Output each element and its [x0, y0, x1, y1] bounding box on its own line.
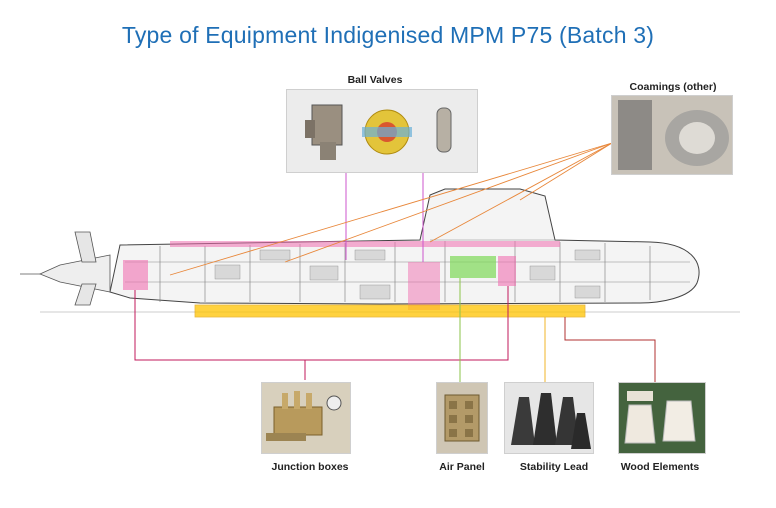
stability-lead-image	[504, 382, 594, 454]
highlight-stability-lead	[194, 304, 586, 318]
page-title: Type of Equipment Indigenised MPM P75 (B…	[121, 22, 655, 48]
junction-boxes-connectors	[134, 286, 509, 380]
ball-valves-image	[286, 89, 478, 173]
label-stability-lead: Stability Lead	[519, 461, 589, 473]
wood-elements-connector	[564, 317, 656, 382]
label-junction-boxes: Junction boxes	[271, 461, 349, 473]
highlight-pink-aft	[123, 260, 148, 290]
label-wood-elements: Wood Elements	[620, 461, 700, 473]
highlight-pink-deck	[170, 241, 560, 247]
highlight-air-panel	[450, 256, 496, 278]
highlight-pink-fwd	[498, 256, 516, 286]
air-panel-image	[436, 382, 488, 454]
submarine-hull	[20, 188, 740, 313]
label-air-panel: Air Panel	[439, 461, 485, 473]
coamings-image	[611, 95, 733, 175]
ball-valves-connectors	[345, 172, 424, 262]
wood-elements-image	[618, 382, 706, 454]
highlight-pink-mid	[408, 262, 440, 310]
label-coamings: Coamings (other)	[629, 81, 717, 93]
junction-boxes-image	[261, 382, 351, 454]
coamings-connectors	[169, 142, 613, 276]
label-ball-valves: Ball Valves	[347, 74, 403, 86]
